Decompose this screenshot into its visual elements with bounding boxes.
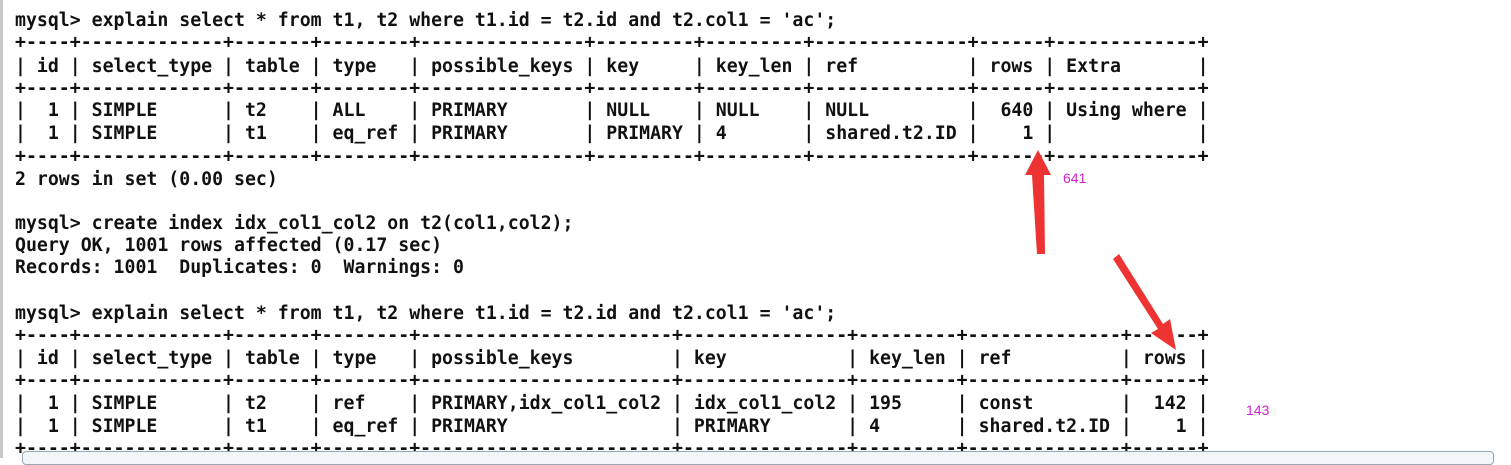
note-bottom: 143	[1246, 402, 1270, 418]
table-border: +----+-------------+-------+--------+---…	[15, 370, 1209, 391]
table-border: +----+-------------+-------+--------+---…	[15, 146, 1209, 167]
query-ok-line: Query OK, 1001 rows affected (0.17 sec)	[15, 235, 443, 256]
table-row: | 1 | SIMPLE | t1 | eq_ref | PRIMARY | P…	[15, 416, 1209, 437]
table-row: | 1 | SIMPLE | t1 | eq_ref | PRIMARY | P…	[15, 123, 1209, 144]
result-summary: 2 rows in set (0.00 sec)	[15, 169, 278, 190]
table-header-row: | id | select_type | table | type | poss…	[15, 348, 1209, 369]
prompt-create-index: mysql> create index idx_col1_col2 on t2(…	[15, 213, 574, 234]
prompt-explain-1: mysql> explain select * from t1, t2 wher…	[15, 10, 837, 31]
table-border: +----+-------------+-------+--------+---…	[15, 32, 1209, 53]
note-top: 641	[1063, 170, 1087, 186]
table-border: +----+-------------+-------+--------+---…	[15, 78, 1209, 99]
records-line: Records: 1001 Duplicates: 0 Warnings: 0	[15, 257, 464, 278]
window-bottom-bar	[22, 451, 1494, 465]
table-header-row: | id | select_type | table | type | poss…	[15, 56, 1209, 77]
table-row: | 1 | SIMPLE | t2 | ALL | PRIMARY | NULL…	[15, 100, 1209, 121]
table-border: +----+-------------+-------+--------+---…	[15, 325, 1209, 346]
table-row: | 1 | SIMPLE | t2 | ref | PRIMARY,idx_co…	[15, 393, 1209, 414]
prompt-explain-2: mysql> explain select * from t1, t2 wher…	[15, 303, 837, 324]
